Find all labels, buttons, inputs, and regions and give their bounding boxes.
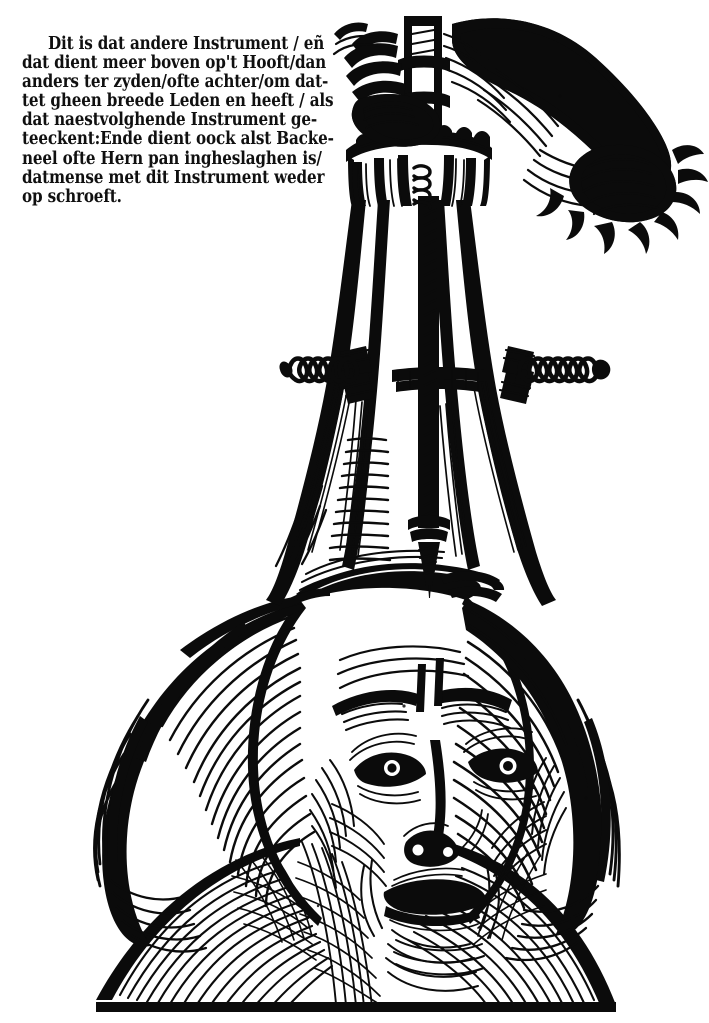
shoulders	[96, 838, 616, 1012]
baseline	[96, 1002, 616, 1012]
caption-line-7: neel ofte Hern pan ingheslaghen is/	[22, 147, 322, 169]
crossbar-assembly	[279, 346, 611, 404]
caption-line-4: tet gheen breede Leden en heeft / als	[22, 90, 334, 112]
patient-head	[247, 596, 534, 926]
caption-line-2: dat dient meer boven op't Hooft/dan	[22, 52, 327, 73]
slashed-sleeve-cuff	[536, 144, 708, 254]
central-threaded-screw-shaft	[408, 196, 450, 598]
right-helical-thumbscrew	[516, 356, 611, 384]
right-eye	[463, 727, 538, 801]
instrument-legs	[266, 200, 556, 606]
hair-left	[93, 596, 317, 961]
nose	[403, 740, 489, 867]
fingers	[344, 31, 441, 147]
pointed-drill-tip	[418, 542, 440, 598]
caption-line-5: dat naestvolghende Instrument ge-	[22, 109, 318, 131]
caption-text-block: Dit is dat andere Instrument / eñ dat di…	[22, 33, 344, 207]
patient-face	[309, 645, 567, 976]
caption-line-9: op schroeft.	[22, 185, 122, 207]
left-helical-thumbscrew	[279, 356, 360, 384]
caption-line-8: datmense met dit Instrument weder	[22, 166, 325, 188]
left-eye	[349, 732, 426, 805]
caption-line-6: teeckent:Ende dient oock alst Backe-	[22, 128, 334, 150]
caption-line-3: anders ter zyden/ofte achter/om dat-	[22, 71, 329, 93]
sleeve-upper-slashes	[332, 22, 382, 56]
caption-line-1: Dit is dat andere Instrument / eñ	[48, 33, 325, 54]
mouth	[383, 867, 487, 932]
